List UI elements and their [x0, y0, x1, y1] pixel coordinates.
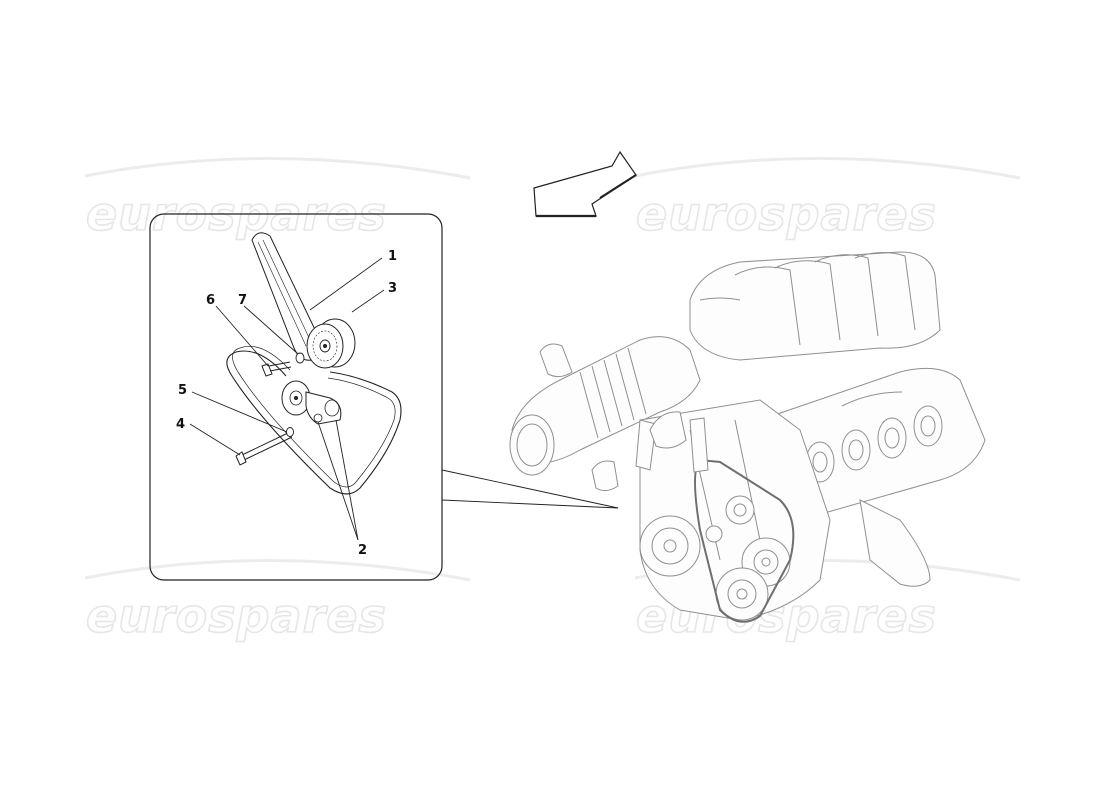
engine-mount-bracket	[859, 499, 931, 587]
inset-leader-lines	[441, 469, 619, 509]
intake-manifold	[689, 251, 941, 361]
pulley-bolt	[261, 361, 292, 377]
callout-leaders	[189, 257, 385, 541]
watermark-text: eurospares	[86, 589, 387, 643]
engine-illustration	[509, 251, 986, 623]
washer	[286, 427, 294, 437]
callout-4: 4	[176, 417, 185, 432]
watermark-top-right: eurospares	[634, 157, 1021, 242]
pulley-spacer	[295, 352, 305, 364]
watermark-top-left: eurospares	[84, 157, 471, 242]
watermark-group: eurospares eurospares eurospares eurospa…	[84, 157, 1021, 644]
callout-2: 2	[358, 543, 367, 558]
intake-hose	[509, 336, 701, 476]
callout-6: 6	[206, 293, 215, 308]
callout-3: 3	[388, 281, 397, 296]
belt-drive-detail	[226, 232, 402, 495]
callout-5: 5	[178, 383, 187, 398]
drive-belt-2	[226, 346, 402, 495]
watermark-bottom-left: eurospares	[84, 559, 471, 644]
callout-7: 7	[238, 293, 247, 308]
idler-pulley	[306, 318, 356, 369]
belt-tensioner	[281, 380, 342, 425]
watermark-text: eurospares	[636, 187, 937, 241]
engine-hoses	[591, 411, 709, 492]
engine-belt	[694, 458, 795, 623]
detail-inset-frame	[149, 213, 443, 581]
direction-arrow	[533, 150, 637, 218]
callout-1: 1	[388, 249, 397, 264]
callout-labels: 1 2 3 4 5 6 7	[176, 249, 397, 558]
engine-pulleys	[639, 495, 791, 621]
tensioner-bolt	[235, 431, 293, 466]
